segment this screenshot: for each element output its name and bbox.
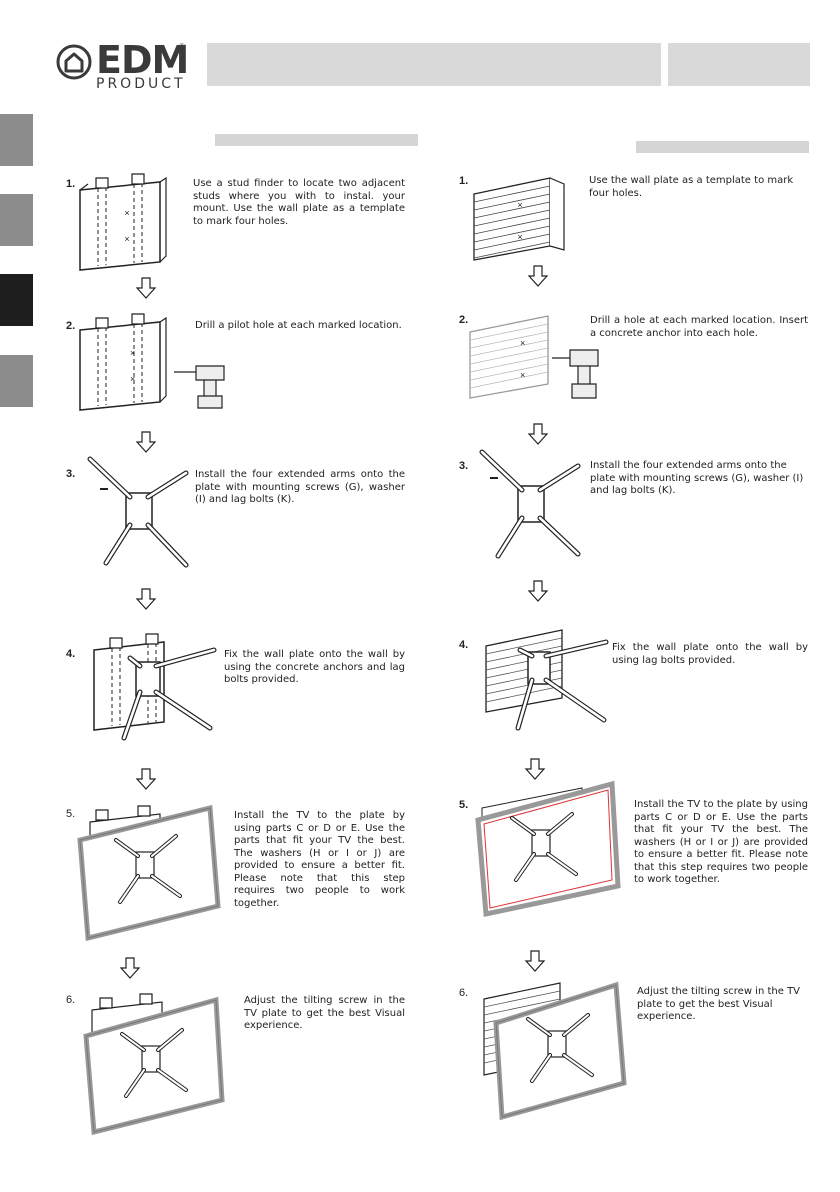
right-step-3-text: Install the four extended arms onto the … [590,460,804,496]
right-step-4-number: 4. [459,639,469,651]
down-arrow-icon [135,768,157,790]
down-arrow-icon [135,588,157,610]
down-arrow-icon [524,950,546,972]
right-step-1-brick-illustration: × × [473,177,565,261]
right-step-6-number: 6. [459,987,469,999]
header-title-bar [207,43,661,86]
side-tab-1[interactable] [0,114,33,166]
right-step-5-text: Install the TV to the plate by using par… [634,799,808,885]
left-step-5-tv-illustration [77,804,221,942]
left-step-1-number: 1. [66,178,76,190]
house-logo-icon [56,44,92,80]
right-section-bar [636,141,809,153]
right-step-6-tv-illustration [483,981,627,1121]
down-arrow-icon [524,758,546,780]
side-tab-2[interactable] [0,194,33,246]
svg-text:×: × [520,338,525,348]
left-step-3-number: 3. [66,468,76,480]
left-step-6-number: 6. [66,994,76,1006]
down-arrow-icon [135,431,157,453]
right-step-2-drill-illustration: × × [469,315,599,399]
left-step-6-text: Adjust the tilting screw in the TV plate… [244,995,405,1031]
svg-text:×: × [124,208,129,218]
header-page-box [668,43,810,86]
left-step-1-text: Use a stud finder to locate two adjacent… [193,178,405,227]
down-arrow-icon [527,265,549,287]
left-step-1-wall-illustration: × × [79,173,167,271]
down-arrow-icon [119,957,141,979]
left-step-6-tv-illustration [83,993,225,1136]
down-arrow-icon [135,277,157,299]
right-step-5-number: 5. [459,799,469,811]
left-step-5-text: Install the TV to the plate by using par… [234,810,405,909]
down-arrow-icon [527,580,549,602]
registered-mark: ® [179,42,185,51]
svg-text:×: × [124,234,129,244]
down-arrow-icon [527,423,549,445]
right-step-2-text: Drill a hole at each marked location. In… [590,315,808,339]
svg-text:×: × [130,348,135,358]
brand-logo: EDM ® PRODUCT [56,38,196,92]
right-step-2-number: 2. [459,314,469,326]
side-tab-3-active[interactable] [0,274,33,326]
left-step-3-arms-illustration [87,456,189,568]
left-step-4-text: Fix the wall plate onto the wall by usin… [224,649,405,685]
right-step-5-tv-illustration [475,780,621,918]
brand-name: EDM [96,38,189,82]
brand-sub: PRODUCT [96,76,186,92]
right-step-6-text: Adjust the tilting screw in the TV plate… [637,986,801,1022]
left-step-3-text: Install the four extended arms onto the … [195,469,405,505]
svg-text:×: × [130,374,135,384]
left-step-5-number: 5. [66,808,76,820]
right-step-4-mounted-illustration [485,629,609,731]
left-step-2-text: Drill a pilot hole at each marked locati… [195,320,402,331]
right-step-1-number: 1. [459,175,469,187]
right-step-1-text: Use the wall plate as a template to mark… [589,175,794,199]
svg-text:×: × [520,370,525,380]
svg-text:×: × [517,200,522,210]
left-step-4-mounted-illustration [93,633,217,741]
left-step-2-drill-illustration: × × [79,313,225,411]
left-step-4-number: 4. [66,648,76,660]
right-step-3-arms-illustration [479,449,581,559]
right-step-3-number: 3. [459,460,469,472]
right-step-4-text: Fix the wall plate onto the wall by usin… [612,642,808,666]
svg-text:×: × [517,232,522,242]
side-tab-4[interactable] [0,355,33,407]
left-step-2-number: 2. [66,320,76,332]
left-section-bar [215,134,418,146]
